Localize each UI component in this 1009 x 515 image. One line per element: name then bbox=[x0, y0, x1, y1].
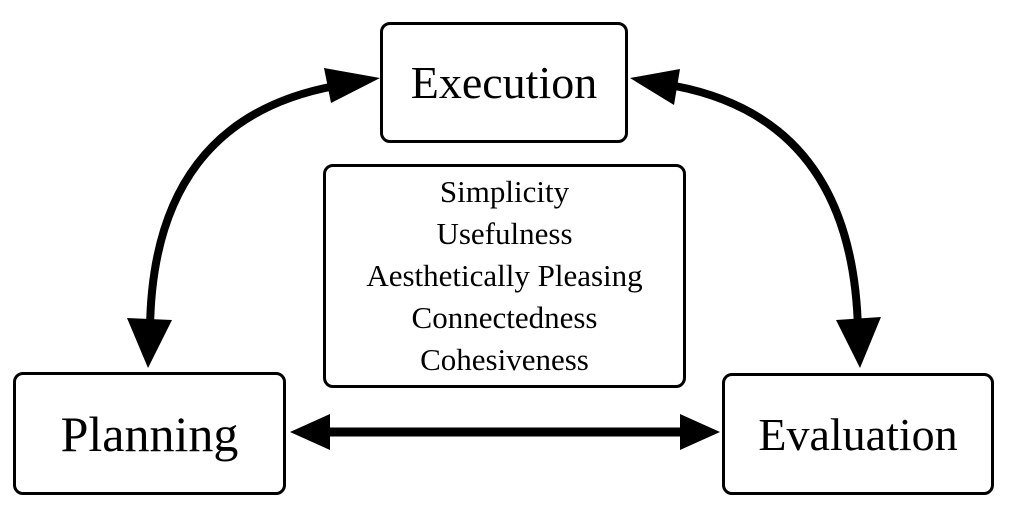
principle-item: Aesthetically Pleasing bbox=[366, 258, 643, 293]
planning-node: Planning bbox=[13, 372, 286, 495]
arrow-planning-evaluation bbox=[290, 414, 720, 450]
execution-label: Execution bbox=[410, 57, 598, 108]
planning-label: Planning bbox=[60, 405, 239, 462]
evaluation-label: Evaluation bbox=[758, 408, 958, 460]
arrow-planning-execution bbox=[127, 68, 380, 368]
evaluation-node: Evaluation bbox=[722, 373, 994, 495]
principle-item: Cohesiveness bbox=[420, 342, 589, 377]
principle-item: Simplicity bbox=[439, 174, 570, 209]
arrow-execution-evaluation bbox=[630, 69, 881, 368]
principles-box: Simplicity Usefulness Aesthetically Plea… bbox=[323, 164, 686, 388]
principle-item: Usefulness bbox=[436, 216, 573, 251]
execution-node: Execution bbox=[380, 22, 628, 143]
principle-item: Connectedness bbox=[411, 300, 598, 335]
